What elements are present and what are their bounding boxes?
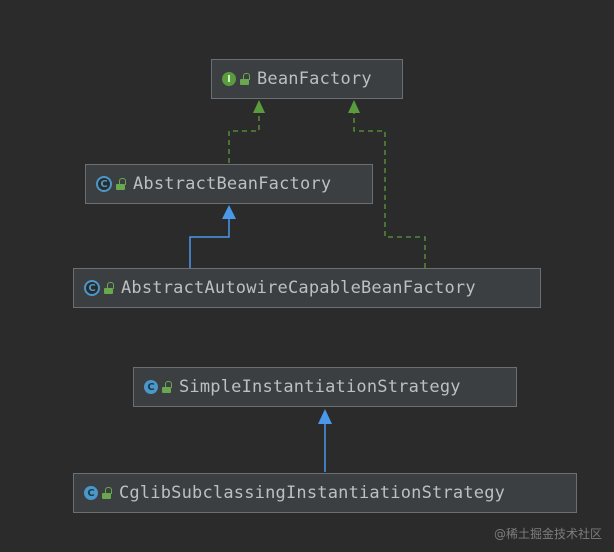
public-lock-icon [116, 177, 126, 190]
implements-arrowhead [253, 100, 265, 113]
public-lock-icon [104, 281, 114, 294]
class-icon: C [144, 380, 158, 394]
public-lock-icon [102, 486, 112, 499]
class-icon: C [84, 486, 98, 500]
node-label: BeanFactory [257, 69, 372, 89]
extends-arrowhead [222, 205, 236, 219]
node-abstract-bean-factory[interactable]: C AbstractBeanFactory [85, 164, 373, 204]
public-lock-icon [162, 380, 172, 393]
node-abstract-autowire-capable-bean-factory[interactable]: C AbstractAutowireCapableBeanFactory [73, 268, 541, 308]
node-label: AbstractAutowireCapableBeanFactory [121, 278, 476, 298]
node-label: AbstractBeanFactory [133, 174, 332, 194]
edge-abstract-bean-factory-implements-bean-factory [228, 113, 260, 163]
node-label: SimpleInstantiationStrategy [179, 377, 461, 397]
edge-abstract-autowire-extends-abstract-bean-factory [189, 219, 230, 268]
implements-arrowhead [348, 100, 360, 113]
abstract-class-icon: C [84, 280, 100, 296]
node-bean-factory[interactable]: I BeanFactory [211, 59, 403, 99]
node-simple-instantiation-strategy[interactable]: C SimpleInstantiationStrategy [133, 367, 517, 407]
public-lock-icon [240, 72, 250, 85]
interface-icon: I [222, 72, 236, 86]
watermark: @稀土掘金技术社区 [493, 527, 602, 541]
node-cglib-subclassing-instantiation-strategy[interactable]: C CglibSubclassingInstantiationStrategy [73, 473, 577, 513]
extends-arrowhead [318, 409, 332, 424]
abstract-class-icon: C [96, 176, 112, 192]
edge-abstract-autowire-implements-bean-factory [353, 113, 426, 268]
node-label: CglibSubclassingInstantiationStrategy [119, 483, 506, 503]
